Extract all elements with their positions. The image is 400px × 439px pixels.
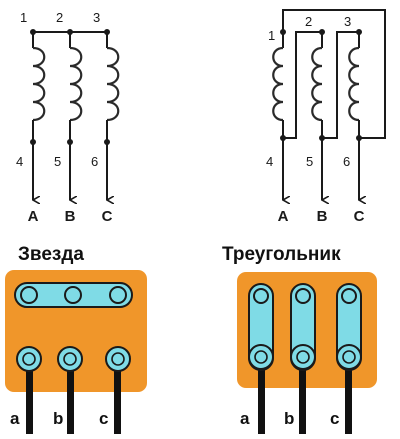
coil-icon: [69, 46, 83, 122]
delta-phase-c: C: [354, 208, 365, 225]
delta-top-number-1: 1: [268, 28, 275, 43]
star-windings: 1 2 3 4 5 6 A B C: [16, 10, 120, 225]
delta-link-2-4: [283, 31, 322, 139]
terminal-screw-icon: [109, 286, 127, 304]
star-lead-a: a: [10, 409, 20, 428]
delta-winding-1: [272, 29, 286, 200]
delta-top-number-3: 3: [344, 14, 351, 29]
delta-title: Треугольник: [222, 244, 341, 265]
star-bottom-number-6: 6: [91, 154, 98, 169]
lead-wire: [345, 358, 352, 434]
lead-wire: [258, 358, 265, 434]
delta-bottom-number-6: 6: [343, 154, 350, 169]
coil-icon: [348, 46, 360, 122]
coil-icon: [272, 46, 284, 122]
star-winding-2: [67, 29, 83, 200]
terminal-screw-icon: [295, 288, 311, 304]
delta-link-1-6: [282, 9, 386, 139]
delta-terminal-block: a b c: [237, 272, 377, 434]
lead-wire: [114, 360, 121, 434]
lead-wire: [67, 360, 74, 434]
star-title: Звезда: [18, 244, 84, 265]
star-lead-b: b: [53, 409, 63, 428]
delta-phase-a: A: [278, 208, 289, 225]
star-phase-b: B: [65, 208, 76, 225]
delta-windings: 1 2 3 4 5 6 A B C: [266, 9, 386, 225]
star-top-number-2: 2: [56, 10, 63, 25]
delta-bottom-number-4: 4: [266, 154, 273, 169]
star-top-number-1: 1: [20, 10, 27, 25]
star-terminal-block: a b c: [5, 270, 147, 434]
terminal-screw-icon: [253, 288, 269, 304]
coil-icon: [32, 46, 46, 122]
delta-link-3-5: [322, 31, 359, 139]
star-phase-a: A: [28, 208, 39, 225]
delta-lead-c: c: [330, 409, 339, 428]
star-top-number-3: 3: [93, 10, 100, 25]
delta-bottom-number-5: 5: [306, 154, 313, 169]
lead-wire: [299, 358, 306, 434]
star-lead-c: c: [99, 409, 108, 428]
lead-wire: [26, 360, 33, 434]
delta-lead-b: b: [284, 409, 294, 428]
star-bottom-number-5: 5: [54, 154, 61, 169]
star-phase-c: C: [102, 208, 113, 225]
delta-phase-b: B: [317, 208, 328, 225]
delta-winding-2: [311, 29, 325, 200]
coil-icon: [311, 46, 323, 122]
delta-winding-3: [348, 29, 362, 200]
terminal-screw-icon: [20, 286, 38, 304]
terminal-screw-icon: [64, 286, 82, 304]
star-winding-3: [104, 29, 120, 200]
terminal-screw-icon: [341, 288, 357, 304]
delta-lead-a: a: [240, 409, 250, 428]
star-bottom-number-4: 4: [16, 154, 23, 169]
coil-icon: [106, 46, 120, 122]
star-winding-1: [30, 29, 46, 200]
delta-top-number-2: 2: [305, 14, 312, 29]
